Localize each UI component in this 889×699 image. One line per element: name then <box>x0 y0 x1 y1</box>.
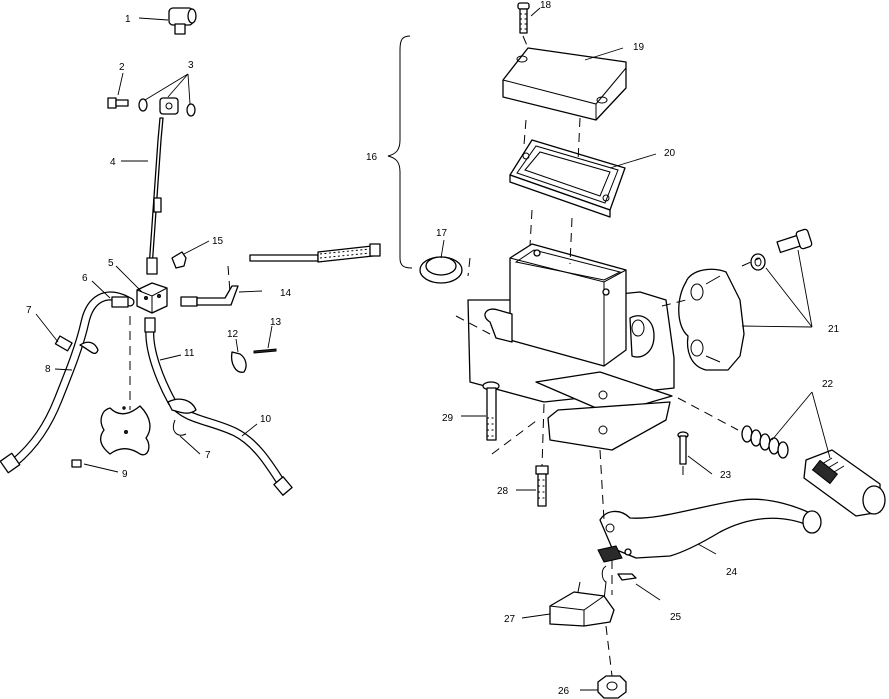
callout-7b: 7 <box>205 450 211 461</box>
piston-part <box>803 449 886 517</box>
brake-hose-part <box>144 317 293 496</box>
callout-27: 27 <box>504 614 516 625</box>
clip-part <box>230 348 277 373</box>
callout-7: 7 <box>26 305 32 316</box>
grommet-part <box>419 256 463 284</box>
spring-clip-part <box>601 565 637 601</box>
distribution-block-part <box>136 282 168 314</box>
callout-1: 1 <box>125 14 131 25</box>
clamp-part <box>678 268 745 371</box>
callout-20: 20 <box>664 148 676 159</box>
brake-switch-part <box>549 581 615 627</box>
fitting-part <box>171 251 187 269</box>
banjo-bolt-part <box>107 97 129 109</box>
screw-part <box>517 2 530 34</box>
washer-part <box>138 97 196 117</box>
callout-18: 18 <box>540 0 552 11</box>
nut-part <box>597 675 627 699</box>
callout-2: 2 <box>119 62 125 73</box>
callout-10: 10 <box>260 414 272 425</box>
callout-22: 22 <box>822 379 834 390</box>
group-brace <box>387 35 413 269</box>
callout-26: 26 <box>558 686 570 697</box>
callout-12: 12 <box>227 329 239 340</box>
callout-11: 11 <box>184 348 195 359</box>
brake-line-part <box>180 243 381 307</box>
callout-28: 28 <box>497 486 509 497</box>
spring-part <box>741 425 789 459</box>
callout-14: 14 <box>280 288 292 299</box>
brake-lever-part <box>597 498 822 563</box>
banjo-fitting-part <box>168 7 197 35</box>
callout-13: 13 <box>270 317 282 328</box>
callout-16: 16 <box>366 152 378 163</box>
bolt-part <box>535 465 549 507</box>
brake-hose-part <box>0 291 135 474</box>
bolt-part <box>482 381 500 441</box>
callout-19: 19 <box>633 42 645 53</box>
mounting-plate-part <box>71 405 151 468</box>
callout-9: 9 <box>122 469 128 480</box>
callout-5: 5 <box>108 258 114 269</box>
bolt-part <box>750 228 813 271</box>
callout-17: 17 <box>436 228 448 239</box>
pivot-pin-part <box>677 431 689 465</box>
callout-15: 15 <box>212 236 224 247</box>
brake-line-part <box>146 117 164 275</box>
callout-29: 29 <box>442 413 454 424</box>
reservoir-cover-part <box>502 47 627 121</box>
callout-23: 23 <box>720 470 732 481</box>
callout-6: 6 <box>82 273 88 284</box>
diaphragm-part <box>509 139 626 218</box>
callout-21: 21 <box>828 324 840 335</box>
callout-8: 8 <box>45 364 51 375</box>
callout-24: 24 <box>726 567 738 578</box>
callout-3: 3 <box>188 60 194 71</box>
callout-4: 4 <box>110 157 116 168</box>
callout-25: 25 <box>670 612 682 623</box>
master-cylinder-body-part <box>467 243 675 451</box>
